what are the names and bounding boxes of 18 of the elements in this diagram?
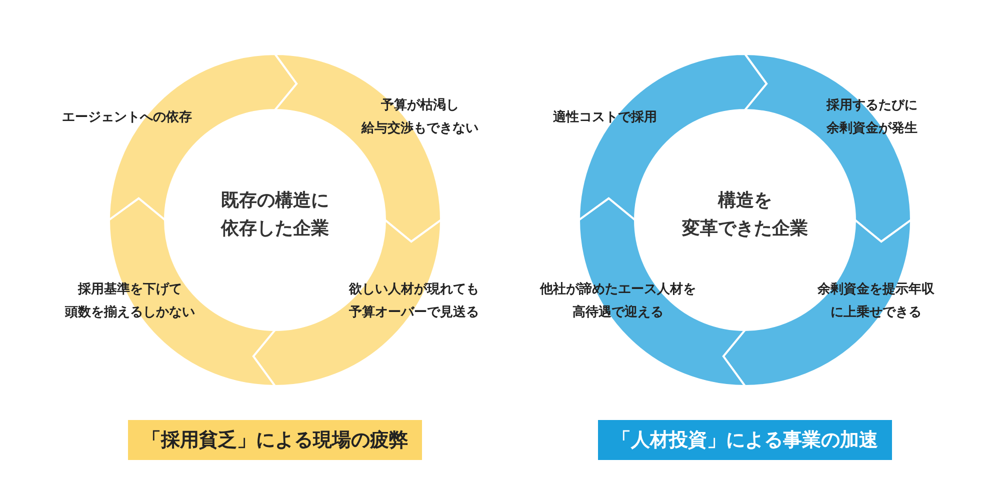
cycle-arrow (108, 197, 276, 387)
cycle-arrow (274, 53, 442, 243)
step-text: 採用基準を下げて頭数を揃えるしかない (65, 278, 195, 324)
cycle-arrow (578, 197, 746, 387)
cycle-arrow (108, 53, 298, 221)
step-text: エージェントへの依存 (62, 106, 192, 129)
step-text: 適性コストで採用 (553, 106, 657, 129)
step-text: 余剰資金を提示年収に上乗せできる (818, 278, 934, 324)
cycle-arrow (252, 219, 442, 387)
title-banner: 「採用貧乏」による現場の疲弊 (128, 420, 422, 460)
cycle-arrow (722, 219, 912, 387)
step-text: 欲しい人材が現れても予算オーバーで見送る (349, 278, 479, 324)
step-text: 予算が枯渇し給与交渉もできない (362, 94, 478, 140)
cycle-arrow (578, 53, 768, 221)
cycle-arrow (744, 53, 912, 243)
title-banner: 「人材投資」による事業の加速 (598, 420, 892, 460)
center-label: 既存の構造に依存した企業 (175, 187, 375, 243)
center-label: 構造を変革できた企業 (645, 187, 845, 243)
